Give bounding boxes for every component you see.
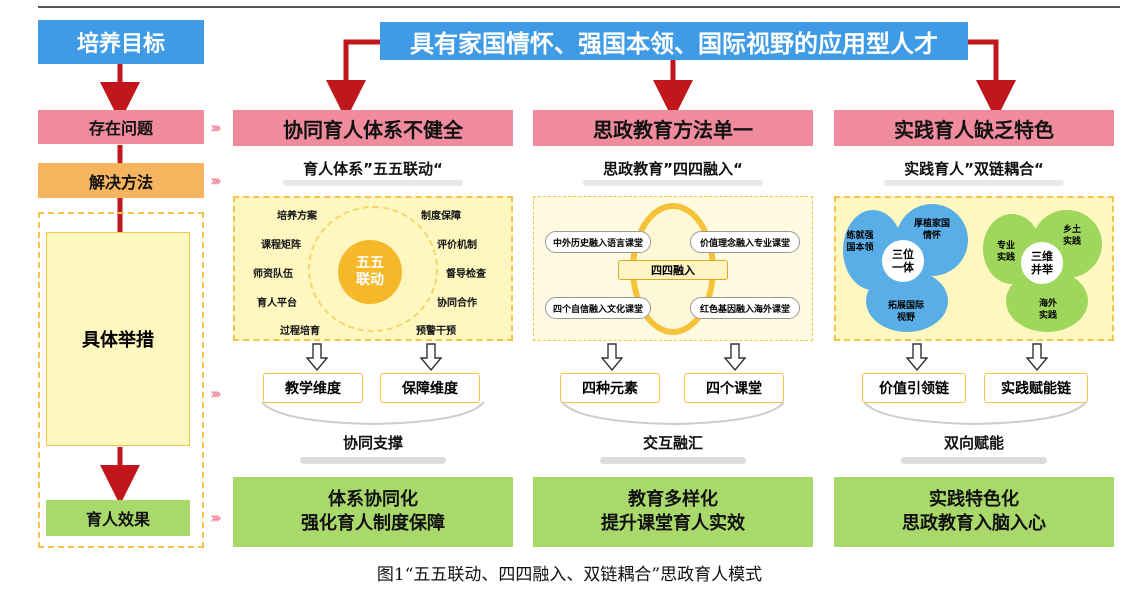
divider: [283, 180, 463, 186]
effect-col2: 教育多样化 提升课堂育人实效: [533, 477, 813, 547]
figure-caption: 图1“五五联动、四四融入、双链耦合”思政育人模式: [376, 565, 763, 585]
down-arrow-icon: [1026, 343, 1048, 371]
effect-label: 育人效果: [46, 500, 190, 536]
merge-col1: 协同支撑: [342, 433, 403, 452]
merge-col3: 双向赋能: [943, 433, 1004, 452]
effect-line: 提升课堂育人实效: [601, 513, 745, 534]
problem-label: 存在问题: [38, 110, 204, 144]
blue-center: 三位一体: [880, 238, 926, 284]
chevron-icon: ›››: [210, 118, 222, 137]
method-col3: 实践育人”双链耦合“: [904, 159, 1044, 178]
left-item: 课程矩阵: [261, 240, 301, 251]
method-col2: 思政教育”四四融入“: [603, 159, 743, 178]
green-petal-label: 专业实践: [996, 241, 1015, 263]
down-arrow-icon: [724, 343, 746, 371]
merge-brace: [261, 401, 485, 426]
dim-pill: 四个课堂: [684, 373, 784, 403]
wuwu-center: 五五联动: [338, 240, 402, 304]
right-item: 协同合作: [437, 298, 477, 309]
left-item: 过程培育: [280, 326, 320, 337]
dim-pill: 保障维度: [380, 373, 480, 403]
divider: [583, 180, 763, 186]
blue-petal-label: 厚植家国情怀: [913, 219, 950, 241]
problem-col3: 实践育人缺乏特色: [834, 110, 1114, 146]
blue-petal-label: 练就强国本领: [846, 231, 874, 253]
ring: [308, 206, 438, 332]
dim-pill: 实践赋能链: [984, 373, 1088, 403]
method-label: 解决方法: [38, 163, 204, 198]
dim-pill: 价值引领链: [862, 373, 966, 403]
divider: [300, 457, 446, 464]
oval-item: 四个自信融入文化课堂: [545, 297, 651, 319]
effect-line: 强化育人制度保障: [301, 513, 445, 534]
right-item: 预警干预: [416, 326, 456, 337]
down-arrow-icon: [906, 343, 928, 371]
goal-banner: 具有家国情怀、强国本领、国际视野的应用型人才: [380, 22, 968, 60]
green-petal-label: 海外实践: [1038, 299, 1057, 321]
dim-pill: 四种元素: [560, 373, 660, 403]
right-item: 督导检查: [446, 269, 486, 280]
effect-col3: 实践特色化 思政教育入脑入心: [834, 477, 1114, 547]
oval-item: 红色基因融入海外课堂: [690, 297, 800, 319]
down-arrow-icon: [601, 343, 623, 371]
goal-label: 培养目标: [38, 20, 204, 64]
left-item: 师资队伍: [253, 269, 293, 280]
chevron-icon: ›››: [210, 508, 222, 527]
effect-line: 思政教育入脑入心: [902, 513, 1046, 534]
right-item: 评价机制: [437, 240, 477, 251]
merge-col2: 交互融汇: [642, 433, 703, 452]
effect-line: 体系协同化: [328, 489, 418, 510]
effect-line: 教育多样化: [628, 489, 718, 510]
dim-pill: 教学维度: [263, 373, 363, 403]
green-center: 三维并举: [1019, 240, 1065, 286]
left-item: 培养方案: [277, 211, 317, 222]
method-col1: 育人体系”五五联动“: [303, 159, 443, 178]
divider: [600, 457, 746, 464]
divider: [884, 180, 1064, 186]
down-arrow-icon: [420, 343, 442, 371]
merge-brace: [863, 401, 1087, 426]
sisi-center: 四四融入: [618, 260, 728, 280]
right-item: 制度保障: [421, 211, 461, 222]
problem-col1: 协同育人体系不健全: [233, 110, 513, 146]
problem-col2: 思政教育方法单一: [533, 110, 813, 146]
green-petal-label: 乡土实践: [1062, 225, 1081, 247]
measures-frame: [38, 212, 204, 548]
merge-brace: [561, 401, 785, 426]
effect-col1: 体系协同化 强化育人制度保障: [233, 477, 513, 547]
top-rule: [38, 6, 1120, 8]
measures-label: 具体举措: [46, 232, 190, 446]
divider: [901, 457, 1047, 464]
oval-item: 价值理念融入专业课堂: [690, 231, 800, 253]
effect-line: 实践特色化: [929, 489, 1019, 510]
chevron-icon: ›››: [210, 384, 222, 403]
chevron-icon: ›››: [210, 171, 222, 190]
down-arrow-icon: [306, 343, 328, 371]
blue-petal-label: 拓展国际视野: [887, 301, 924, 323]
oval-item: 中外历史融入语言课堂: [545, 231, 651, 253]
left-item: 育人平台: [257, 298, 297, 309]
